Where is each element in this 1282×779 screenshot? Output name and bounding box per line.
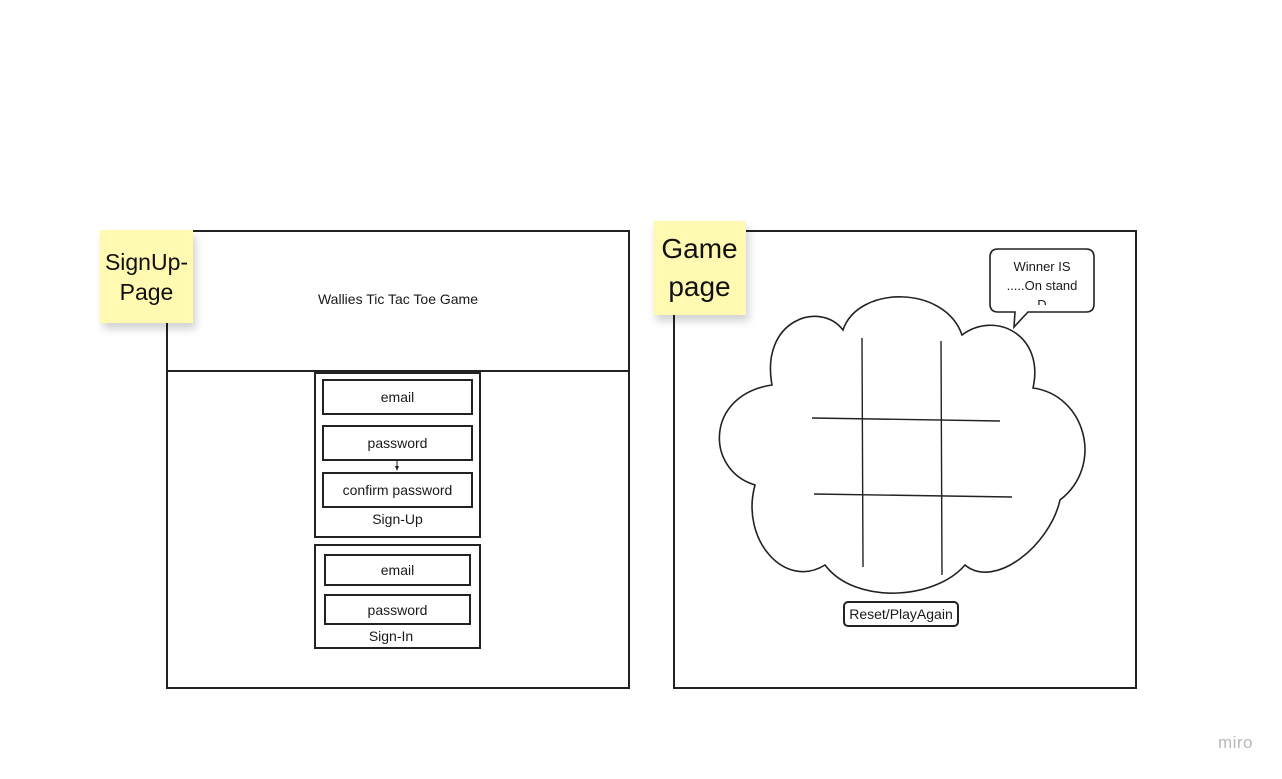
winner-message: Winner IS .....On stand D	[994, 257, 1090, 305]
game-page-sticky-note[interactable]: Game page	[653, 221, 746, 315]
header-divider	[166, 370, 630, 372]
signup-caption[interactable]: Sign-Up	[372, 511, 423, 527]
miro-logo: miro	[1217, 733, 1253, 752]
reset-play-again-button[interactable]: Reset/PlayAgain	[843, 601, 959, 627]
sticky-note-line: page	[668, 271, 731, 302]
winner-line: .....On stand	[1006, 278, 1078, 293]
app-title: Wallies Tic Tac Toe Game	[317, 291, 479, 307]
signin-caption[interactable]: Sign-In	[368, 628, 414, 644]
winner-line: D	[1037, 297, 1047, 305]
signin-password-field[interactable]: password	[324, 594, 471, 625]
confirm-password-field[interactable]: confirm password	[322, 472, 473, 508]
signup-email-field[interactable]: email	[322, 379, 473, 415]
signup-page-sticky-note[interactable]: SignUp- Page	[100, 230, 193, 323]
sticky-note-line: SignUp-	[104, 248, 189, 275]
signin-email-field[interactable]: email	[324, 554, 471, 586]
winner-line: Winner IS	[1013, 259, 1071, 274]
sticky-note-line: Game	[661, 233, 738, 264]
sticky-note-line: Page	[119, 278, 174, 305]
signup-password-field[interactable]: password	[322, 425, 473, 461]
